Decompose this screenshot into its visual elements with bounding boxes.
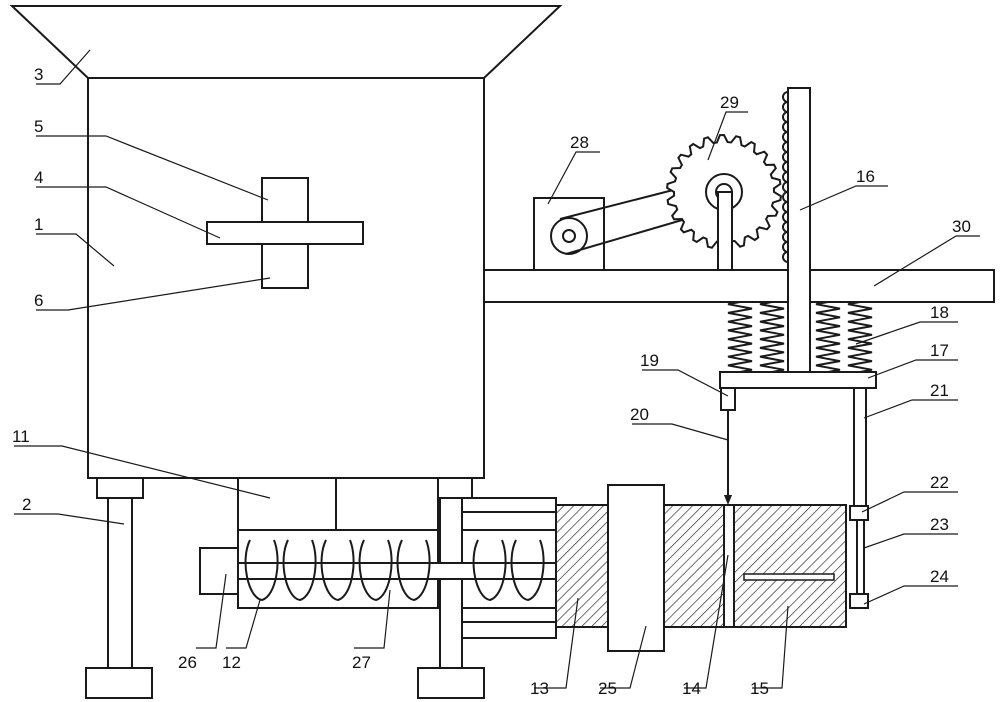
label-1: 1 (34, 215, 43, 234)
label-29: 29 (720, 93, 739, 112)
mould-right (663, 504, 847, 628)
label-28: 28 (570, 133, 589, 152)
left-foot (85, 667, 153, 699)
label-25: 25 (598, 679, 617, 698)
label-20: 20 (630, 405, 649, 424)
label-15: 15 (750, 679, 769, 698)
spring-coil (815, 301, 841, 373)
hopper (9, 5, 563, 79)
label-4: 4 (34, 168, 43, 187)
label-19: 19 (640, 351, 659, 370)
rack-teeth (782, 91, 789, 263)
label-2: 2 (22, 495, 31, 514)
label-14: 14 (682, 679, 701, 698)
label-6: 6 (34, 291, 43, 310)
label-18: 18 (930, 303, 949, 322)
guide-rod (853, 387, 867, 507)
label-23: 23 (930, 515, 949, 534)
label-22: 22 (930, 473, 949, 492)
left-leg-collar (96, 477, 144, 499)
sleeve-upper (849, 505, 869, 521)
label-3: 3 (34, 65, 43, 84)
label-12: 12 (222, 653, 241, 672)
mould-left (555, 504, 609, 628)
label-26: 26 (178, 653, 197, 672)
clamp-block (607, 484, 665, 652)
spring-coil (759, 301, 785, 373)
label-30: 30 (952, 217, 971, 236)
label-17: 17 (930, 341, 949, 360)
press-plate (719, 371, 877, 389)
screw-flights (244, 539, 545, 602)
label-11: 11 (12, 427, 30, 446)
spring-coil (847, 301, 873, 373)
rack-tooth (782, 251, 789, 263)
insert-block (743, 573, 835, 581)
stirring-bar (206, 221, 364, 245)
label-13: 13 (530, 679, 549, 698)
right-foot (417, 667, 485, 699)
needle-holder (720, 387, 736, 411)
label-5: 5 (34, 117, 43, 136)
right-leg (439, 497, 463, 669)
sleeve-lower (849, 593, 869, 609)
support-platform (483, 269, 995, 303)
label-16: 16 (856, 167, 875, 186)
spring-coil (727, 301, 753, 373)
needle-channel (723, 504, 735, 628)
rack (787, 87, 811, 373)
conveyor-motor (199, 547, 239, 595)
discharge-outlet (237, 477, 439, 531)
springs (727, 301, 873, 373)
label-24: 24 (930, 567, 949, 586)
gear-stand (717, 191, 733, 271)
lower-block (261, 243, 309, 289)
drive-motor (533, 197, 605, 271)
label-21: 21 (930, 381, 949, 400)
upper-block (261, 177, 309, 223)
label-27: 27 (352, 653, 371, 672)
